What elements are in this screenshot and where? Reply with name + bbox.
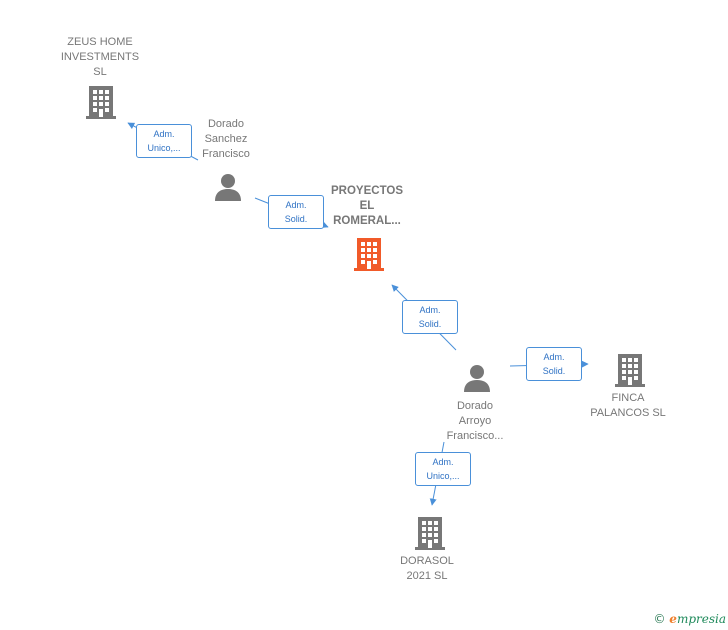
node-label-dorado-arroyo: Dorado Arroyo Francisco...	[446, 400, 504, 442]
building-icon[interactable]	[85, 84, 117, 120]
edge-label-e2[interactable]: Adm. Solid.	[268, 195, 324, 229]
edge-label-e1[interactable]: Adm. Unico,...	[136, 124, 192, 158]
node-label-zeus: ZEUS HOME INVESTMENTS SL	[60, 36, 140, 78]
edge-label-e4[interactable]: Adm. Solid.	[526, 347, 582, 381]
building-icon[interactable]	[614, 352, 646, 388]
brand-name: mpresia	[676, 612, 726, 626]
node-label-dorasol: DORASOL 2021 SL	[400, 555, 454, 582]
node-label-finca: FINCA PALANCOS SL	[590, 392, 666, 419]
brand-logo: © empresia	[653, 612, 726, 626]
edge-label-e3[interactable]: Adm. Solid.	[402, 300, 458, 334]
building-icon[interactable]	[353, 236, 385, 272]
node-label-dorado-sanchez: Dorado Sanchez Francisco	[202, 118, 250, 160]
person-icon[interactable]	[213, 172, 243, 202]
brand-initial: e	[669, 612, 677, 626]
edge-label-e5[interactable]: Adm. Unico,...	[415, 452, 471, 486]
copyright-icon: ©	[653, 612, 666, 626]
building-icon[interactable]	[414, 515, 446, 551]
node-label-proyectos: PROYECTOS EL ROMERAL...	[331, 185, 403, 227]
person-icon[interactable]	[462, 363, 492, 393]
